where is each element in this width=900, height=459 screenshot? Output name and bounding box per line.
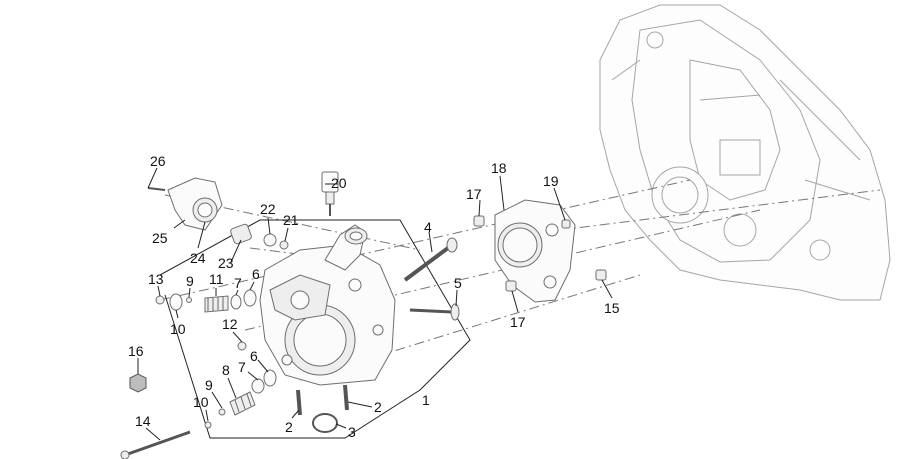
callout-numbers: 26 25 24 23 22 21 20 4 5 17 18 19 17 15 … bbox=[128, 153, 620, 440]
callout-22: 22 bbox=[260, 201, 276, 217]
callout-6-top: 6 bbox=[252, 266, 260, 282]
callout-7-bottom: 7 bbox=[238, 359, 246, 375]
thermostat bbox=[230, 223, 289, 250]
callout-8: 8 bbox=[222, 362, 230, 378]
exhaust-valve bbox=[409, 303, 460, 321]
callout-5: 5 bbox=[454, 275, 462, 291]
callout-21: 21 bbox=[283, 212, 299, 228]
callout-19: 19 bbox=[543, 173, 559, 189]
callout-9-bottom: 9 bbox=[205, 377, 213, 393]
lower-spring-set bbox=[204, 369, 277, 429]
pins-and-oring bbox=[296, 384, 349, 433]
upper-spring-set bbox=[155, 289, 257, 351]
leader-lines bbox=[137, 167, 613, 441]
thermostat-housing bbox=[147, 177, 223, 231]
callout-10-bottom: 10 bbox=[193, 394, 209, 410]
callout-2-right: 2 bbox=[374, 399, 382, 415]
callout-13: 13 bbox=[148, 271, 164, 287]
callout-18: 18 bbox=[491, 160, 507, 176]
temperature-sensor bbox=[321, 171, 339, 216]
callout-11: 11 bbox=[209, 271, 224, 287]
callout-10-top: 10 bbox=[170, 321, 186, 337]
callout-16: 16 bbox=[128, 343, 144, 359]
intake-valve bbox=[403, 237, 458, 282]
callout-26: 26 bbox=[150, 153, 166, 169]
head-outline-box bbox=[159, 219, 471, 439]
crankcase-ghost bbox=[599, 4, 891, 301]
callout-17-bottom: 17 bbox=[510, 314, 526, 330]
callout-2-left: 2 bbox=[285, 419, 293, 435]
callout-9-top: 9 bbox=[186, 273, 194, 289]
callout-25: 25 bbox=[152, 230, 168, 246]
callout-1: 1 bbox=[422, 392, 430, 408]
head-gasket bbox=[494, 199, 576, 303]
callout-20: 20 bbox=[331, 175, 347, 191]
callout-3: 3 bbox=[348, 424, 356, 440]
cylinder-head bbox=[259, 224, 396, 386]
callout-7-top: 7 bbox=[234, 275, 242, 291]
callout-4: 4 bbox=[424, 219, 432, 235]
callout-14: 14 bbox=[135, 413, 151, 429]
callout-17-top: 17 bbox=[466, 186, 482, 202]
callout-12: 12 bbox=[222, 316, 238, 332]
callout-23: 23 bbox=[218, 255, 234, 271]
callout-15: 15 bbox=[604, 300, 620, 316]
nut-and-bolt bbox=[120, 373, 191, 459]
callout-6-bottom: 6 bbox=[250, 348, 258, 364]
callout-24: 24 bbox=[190, 250, 206, 266]
